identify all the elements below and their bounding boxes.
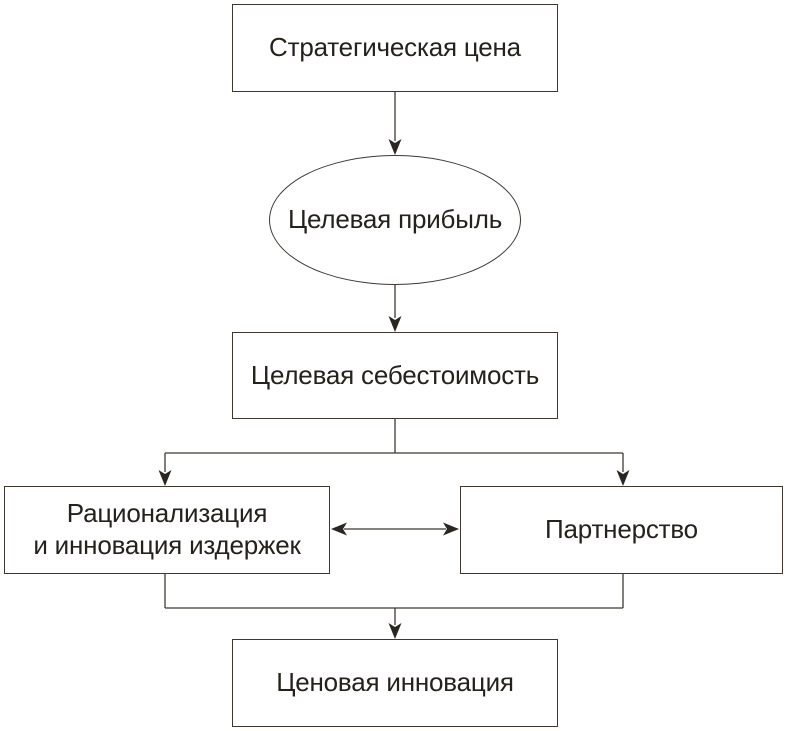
merge-to-price-innovation bbox=[164, 574, 624, 639]
node-price-innovation: Ценовая инновация bbox=[232, 639, 558, 727]
node-rationalization-label: Рационализация и инновация издержек bbox=[33, 498, 301, 560]
node-partnership: Партнерство bbox=[460, 486, 783, 574]
double-arrow-rationalization-partnership bbox=[331, 522, 459, 536]
node-price-innovation-label: Ценовая инновация bbox=[276, 667, 514, 698]
node-target-profit-label: Целевая прибыль bbox=[287, 204, 503, 235]
node-partnership-label: Партнерство bbox=[545, 514, 698, 545]
node-strategic-price: Стратегическая цена bbox=[232, 4, 558, 92]
node-strategic-price-label: Стратегическая цена bbox=[269, 32, 521, 63]
arrow-target-profit-to-target-cost bbox=[388, 285, 402, 332]
node-target-cost: Целевая себестоимость bbox=[232, 332, 558, 419]
node-target-profit: Целевая прибыль bbox=[269, 155, 521, 285]
node-target-cost-label: Целевая себестоимость bbox=[250, 359, 540, 390]
arrow-strategic-price-to-target-profit bbox=[388, 92, 402, 155]
node-rationalization: Рационализация и инновация издержек bbox=[4, 486, 330, 574]
branch-target-cost bbox=[158, 419, 630, 486]
